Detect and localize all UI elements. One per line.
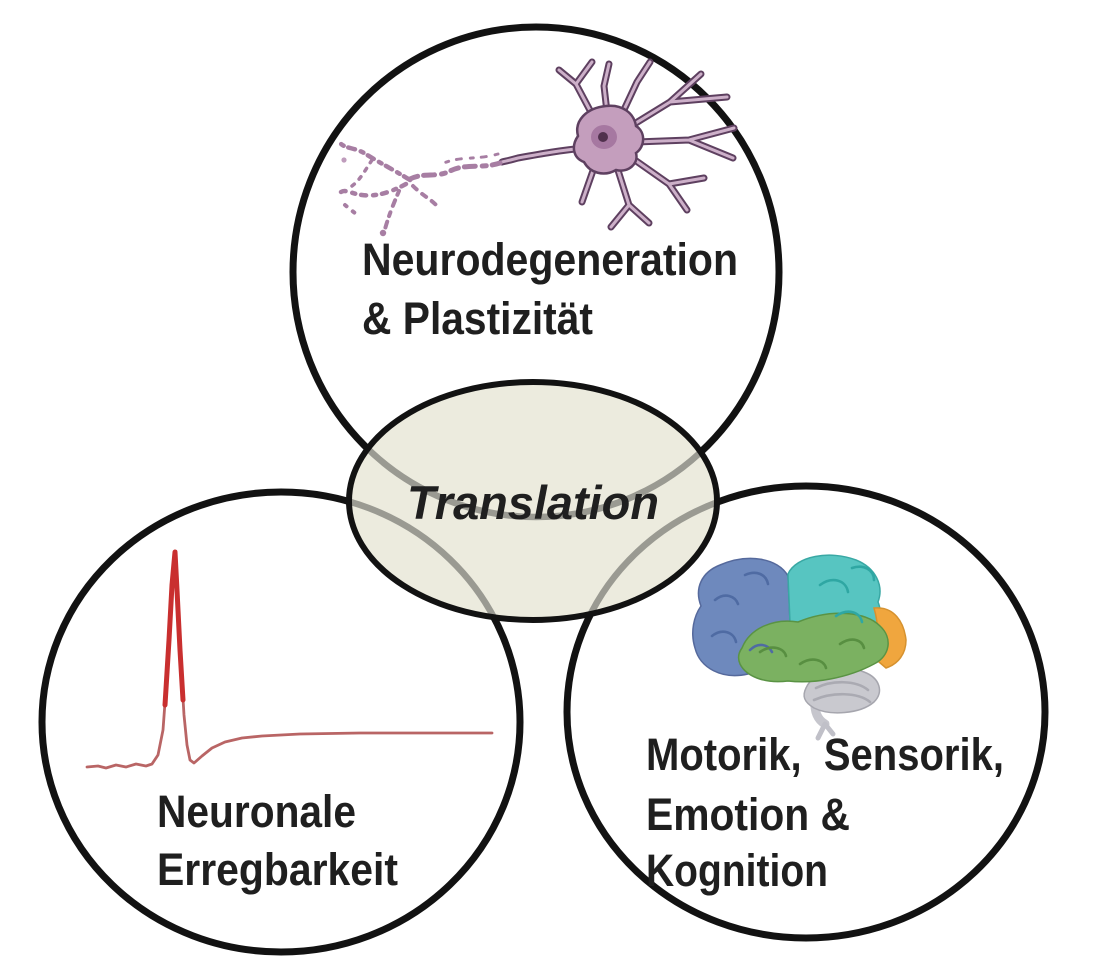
gyri-line <box>743 571 770 586</box>
circle-motorik-sensorik <box>563 482 1049 942</box>
fragment-dots <box>343 203 358 216</box>
top-circle-label-line-1: Neurodegeneration <box>362 234 738 285</box>
bottom-right-label-line-2: Emotion & <box>646 789 850 840</box>
bottom-left-label-line-2: Erregbarkeit <box>157 844 398 895</box>
top-circle-label-line-2: & Plastizität <box>362 293 593 344</box>
gyri-line <box>812 692 872 704</box>
gyri-line <box>818 578 850 594</box>
gyri-line <box>814 680 870 692</box>
translation-label: Translation <box>407 476 659 529</box>
gyri-line <box>798 658 828 670</box>
fragment-branch <box>338 181 409 198</box>
brainstem-fork <box>815 721 836 741</box>
fragment-branch <box>350 158 374 188</box>
axon-fragments <box>337 140 503 237</box>
nucleolus <box>598 132 608 142</box>
gyri-line <box>834 610 864 624</box>
action-potential-spike <box>162 549 186 708</box>
gyri-line <box>713 594 740 606</box>
overlap-arc-top <box>349 382 717 521</box>
gyri-line <box>838 638 866 650</box>
neuron-icon <box>337 62 734 237</box>
fragment-branch <box>337 140 413 183</box>
gyri-line <box>850 565 876 582</box>
fragment-dot <box>379 229 387 237</box>
translation-ellipse-outline <box>346 379 720 623</box>
fragment-trail <box>407 160 503 182</box>
fragment-branch <box>411 184 440 209</box>
bottom-left-label-line-1: Neuronale <box>157 786 356 837</box>
brain-gyri <box>710 565 876 670</box>
bottom-right-label-line-1: Motorik, Sensorik, <box>646 729 1004 780</box>
gyri-line <box>710 630 738 644</box>
bottom-right-label-line-3: Kognition <box>646 845 828 896</box>
circle-neuronale-erregbarkeit <box>38 488 524 956</box>
gyri-line <box>758 646 788 658</box>
inner-overlap-arcs <box>349 382 717 620</box>
action-potential-icon <box>85 549 494 770</box>
fragment-branch <box>383 189 401 231</box>
fragment-dot <box>341 157 347 163</box>
temporal-lobe <box>737 612 889 683</box>
brain-icon <box>692 554 907 741</box>
gyri-line <box>748 643 774 654</box>
fragment-trail <box>442 152 500 165</box>
